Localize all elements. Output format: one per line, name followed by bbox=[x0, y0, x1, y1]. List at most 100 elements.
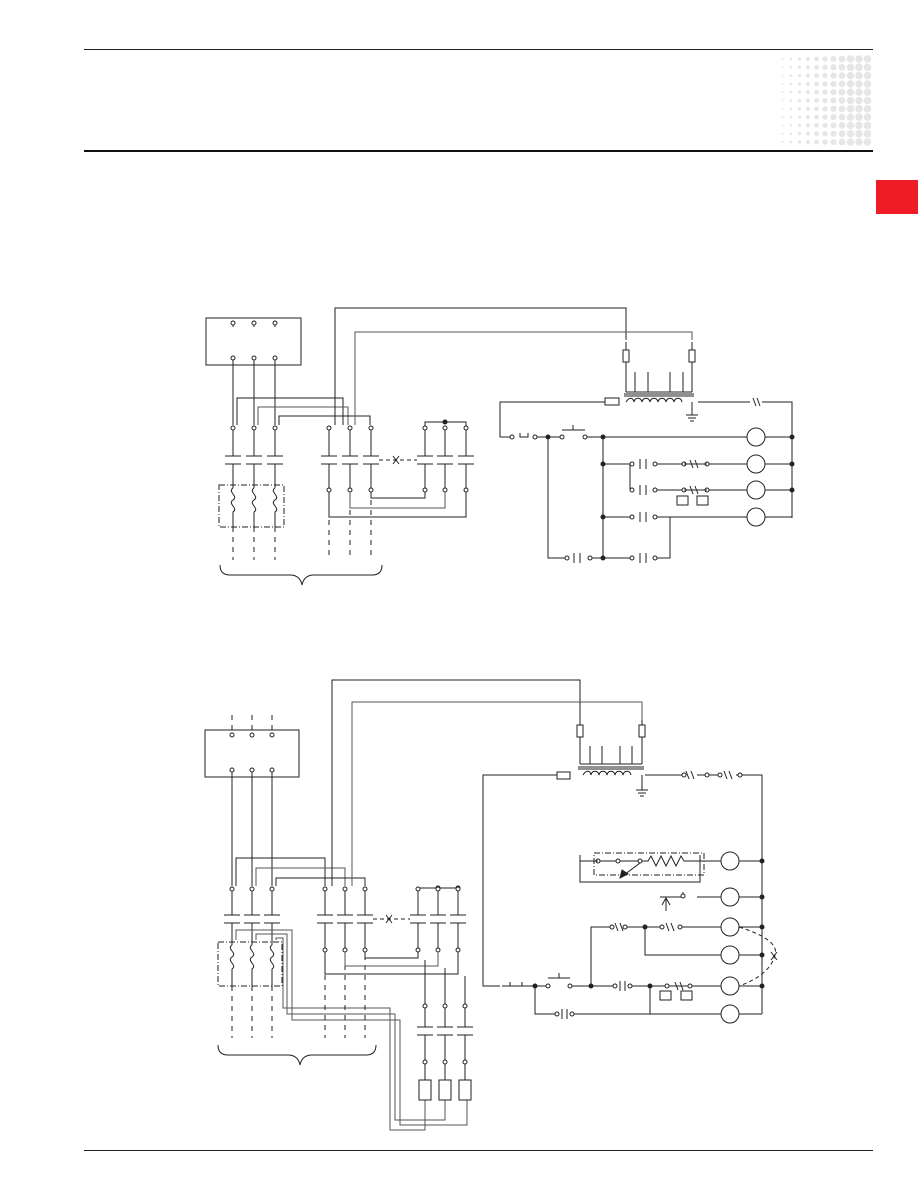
pattern-dot bbox=[846, 71, 855, 80]
pattern-dot bbox=[855, 96, 863, 105]
pattern-dot bbox=[806, 106, 810, 111]
pattern-dot bbox=[814, 98, 819, 103]
pattern-dot bbox=[863, 63, 872, 72]
control-circuit-2 bbox=[482, 770, 778, 1024]
pattern-dot bbox=[781, 107, 784, 110]
pattern-dot bbox=[863, 55, 872, 63]
pattern-dot bbox=[846, 88, 855, 96]
pattern-dot bbox=[822, 139, 828, 145]
pattern-dot bbox=[830, 105, 837, 112]
pattern-dot bbox=[846, 113, 855, 121]
pattern-dot bbox=[838, 130, 846, 138]
pattern-dot bbox=[781, 99, 784, 102]
pattern-dot bbox=[846, 55, 855, 63]
control-circuit-1 bbox=[499, 397, 795, 563]
pattern-dot bbox=[855, 63, 863, 72]
pattern-dot bbox=[797, 90, 802, 94]
pattern-dot bbox=[781, 116, 784, 119]
pattern-dot bbox=[789, 140, 793, 144]
pattern-dot bbox=[830, 114, 837, 121]
transformer-lead-2 bbox=[354, 331, 693, 425]
pattern-dot bbox=[822, 114, 828, 120]
pattern-dot bbox=[822, 131, 828, 137]
pattern-dot bbox=[838, 97, 846, 104]
pattern-dot bbox=[863, 96, 872, 105]
pattern-dot bbox=[814, 139, 819, 145]
pattern-dot bbox=[797, 57, 802, 61]
pattern-dot bbox=[838, 72, 846, 79]
pattern-dot bbox=[855, 129, 863, 138]
pattern-dot bbox=[773, 124, 775, 126]
pattern-dot bbox=[773, 83, 775, 85]
pattern-dot bbox=[838, 55, 846, 63]
pattern-dot bbox=[822, 56, 828, 62]
pattern-dot bbox=[806, 123, 810, 128]
second-contactor bbox=[417, 419, 474, 493]
pattern-dot bbox=[789, 132, 793, 135]
pattern-dot bbox=[855, 138, 863, 146]
pattern-dot bbox=[781, 74, 784, 77]
pattern-dot bbox=[781, 141, 784, 143]
pattern-dot bbox=[797, 107, 802, 111]
overload-relay-box-2 bbox=[217, 941, 283, 987]
pattern-dot bbox=[846, 129, 855, 138]
pattern-dot bbox=[814, 56, 819, 62]
pattern-dot bbox=[814, 131, 819, 137]
pattern-dot bbox=[846, 80, 855, 88]
pattern-dot bbox=[814, 106, 819, 112]
pattern-dot bbox=[838, 80, 846, 88]
pattern-dot bbox=[822, 97, 828, 104]
second-contactor-2 bbox=[410, 885, 466, 953]
pattern-dot bbox=[781, 91, 784, 94]
pattern-dot bbox=[846, 96, 855, 105]
load-brace-2 bbox=[217, 1044, 377, 1066]
pattern-dot bbox=[855, 121, 863, 130]
pattern-dot bbox=[806, 57, 810, 61]
pattern-dot bbox=[855, 55, 863, 63]
pattern-dot bbox=[789, 90, 793, 94]
pattern-dot bbox=[773, 75, 775, 77]
pattern-dot bbox=[814, 81, 819, 87]
pattern-dot bbox=[797, 82, 802, 86]
pattern-dot bbox=[797, 98, 802, 103]
pattern-dot bbox=[797, 132, 802, 136]
pattern-dot bbox=[806, 65, 810, 70]
pattern-dot bbox=[863, 113, 872, 121]
pattern-dot bbox=[773, 141, 775, 143]
pattern-dot bbox=[830, 80, 837, 87]
pattern-dot bbox=[822, 106, 828, 112]
pattern-dot bbox=[830, 138, 837, 146]
footer-rule bbox=[84, 1150, 873, 1151]
pattern-dot bbox=[822, 81, 828, 87]
pattern-dot bbox=[855, 88, 863, 96]
pattern-dot bbox=[789, 82, 793, 86]
pattern-dot bbox=[773, 116, 775, 118]
pattern-dot bbox=[789, 57, 793, 61]
disconnect-terminals bbox=[230, 320, 278, 361]
transformer-lead-2b bbox=[351, 701, 643, 886]
pattern-dot bbox=[838, 138, 846, 146]
transformer-2 bbox=[556, 720, 648, 797]
pattern-dot bbox=[822, 89, 828, 95]
pattern-dot bbox=[797, 123, 802, 128]
pattern-dot bbox=[855, 113, 863, 121]
pattern-dot bbox=[830, 130, 837, 137]
pattern-dot bbox=[838, 122, 846, 129]
pattern-dot bbox=[814, 114, 819, 120]
pattern-dot bbox=[789, 115, 793, 119]
main-contacts-2 bbox=[224, 886, 280, 945]
pattern-dot bbox=[863, 80, 872, 88]
aux-contacts-2 bbox=[317, 886, 373, 953]
pattern-dot bbox=[797, 140, 802, 144]
overload-heaters bbox=[230, 487, 278, 527]
pattern-dot bbox=[855, 71, 863, 80]
pattern-dot bbox=[830, 72, 837, 79]
pattern-dot bbox=[806, 73, 810, 78]
pattern-dot bbox=[806, 115, 810, 120]
pattern-dot bbox=[797, 115, 802, 119]
pattern-dot bbox=[863, 121, 872, 130]
heater-control-box bbox=[593, 852, 705, 876]
pattern-dot bbox=[806, 98, 810, 103]
